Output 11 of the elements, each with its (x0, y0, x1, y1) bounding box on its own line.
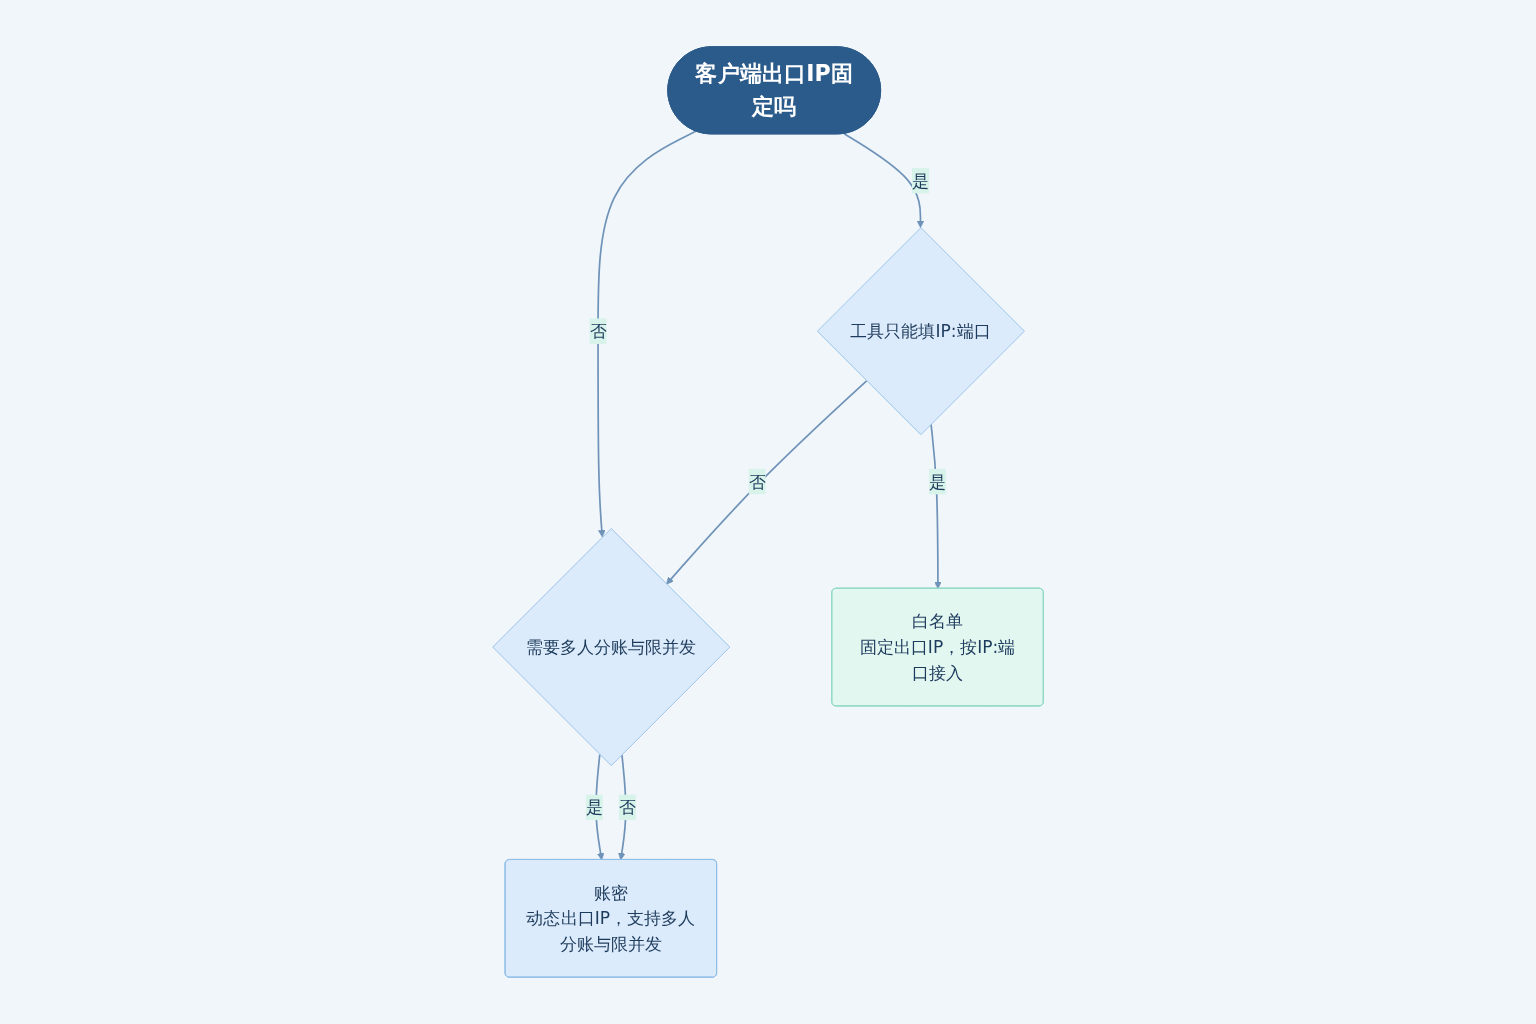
edge-label: 是 (585, 797, 603, 818)
arrow (666, 379, 868, 585)
arrow (843, 132, 925, 228)
node-diamond: 工具只能填IP:端口 (816, 227, 1025, 436)
edge-label: 是 (929, 471, 947, 492)
edge-label: 否 (618, 797, 636, 818)
edge-label: 是 (911, 170, 929, 191)
node-diamond: 需要多人分账与限并发 (492, 528, 731, 767)
edge-label: 否 (748, 471, 766, 492)
edge-label: 否 (589, 320, 607, 342)
arrow (597, 130, 697, 538)
